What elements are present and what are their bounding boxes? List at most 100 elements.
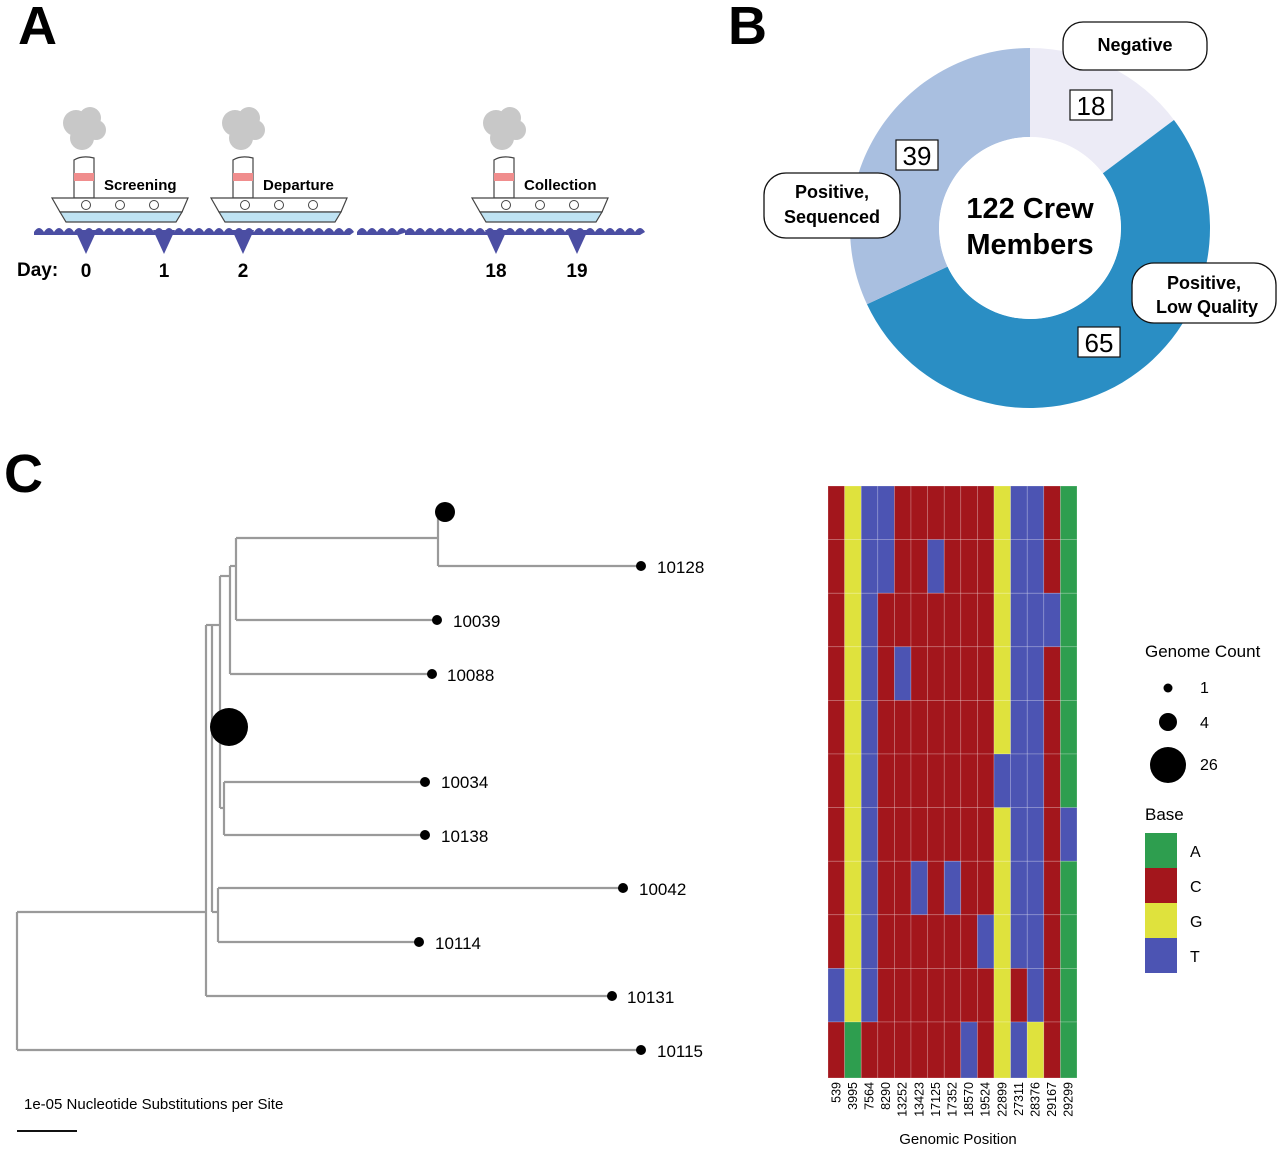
low-quality-callout: Positive, Low Quality	[1131, 262, 1277, 324]
heatmap-cell	[827, 646, 845, 701]
base-legend-label: T	[1190, 949, 1200, 966]
porthole	[535, 200, 545, 210]
heatmap-cell	[844, 753, 862, 808]
day-1-label: 1	[159, 261, 170, 282]
heatmap-cell	[943, 968, 962, 1023]
heatmap-cell	[860, 1021, 879, 1079]
heatmap-cell	[844, 485, 862, 540]
heatmap-cell	[910, 914, 928, 969]
heatmap-cell	[894, 539, 912, 594]
heatmap-cell	[1026, 592, 1045, 648]
heatmap-cell	[1010, 807, 1028, 862]
sequenced-count: 39	[903, 141, 932, 171]
heatmap-cell	[993, 592, 1011, 648]
heatmap-cell	[943, 1021, 962, 1079]
position-tick-label: 28376	[1029, 1082, 1043, 1117]
heatmap-cell	[877, 700, 895, 755]
porthole	[240, 200, 250, 210]
heatmap-cell	[910, 753, 928, 808]
heatmap-cell	[1043, 914, 1061, 969]
ship-label: Collection	[524, 177, 597, 194]
heatmap-cell	[1043, 539, 1061, 594]
heatmap-cell	[1060, 485, 1078, 540]
heatmap-cell	[827, 1021, 845, 1079]
negative-callout: Negative	[1062, 21, 1208, 71]
sequenced-callout-line2: Sequenced	[784, 207, 880, 227]
heatmap-cell	[1010, 753, 1028, 808]
position-tick-label: 539	[829, 1082, 843, 1103]
heatmap-cell	[1010, 1021, 1028, 1079]
heatmap-cell	[844, 1021, 862, 1079]
ship: Departure	[209, 107, 348, 223]
heatmap-cell	[993, 914, 1011, 969]
heatmap-cell	[844, 646, 862, 701]
heatmap-cell	[927, 807, 945, 862]
heatmap-cell	[910, 968, 928, 1023]
heatmap-cell	[827, 700, 845, 755]
heatmap-cell	[877, 860, 895, 916]
position-tick-label: 13252	[896, 1082, 910, 1117]
heatmap-cell	[943, 860, 962, 916]
day-19-label: 19	[566, 261, 587, 282]
position-tick-label: 3995	[846, 1082, 860, 1110]
heatmap-cell	[960, 914, 978, 969]
heatmap-cell	[960, 807, 978, 862]
position-tick-label: 19524	[979, 1082, 993, 1117]
heatmap-cell	[877, 539, 895, 594]
heatmap-cell	[1026, 807, 1045, 862]
heatmap-cell	[1043, 485, 1061, 540]
sequenced-count-box: 39	[895, 139, 939, 171]
heatmap-cell	[993, 807, 1011, 862]
heatmap-cell	[927, 592, 945, 648]
low-quality-callout-line1: Positive,	[1167, 273, 1241, 293]
day-marker	[566, 230, 588, 254]
internal-node-count-4	[435, 502, 455, 522]
heatmap-cell	[894, 485, 912, 540]
heatmap-cell	[993, 968, 1011, 1023]
smoke-puff	[506, 120, 526, 140]
heatmap-cell	[877, 485, 895, 540]
heatmap-cell	[877, 646, 895, 701]
heatmap-cell	[977, 860, 995, 916]
heatmap-cell	[960, 539, 978, 594]
heatmap-cell	[860, 860, 879, 916]
heatmap-cell	[1060, 753, 1078, 808]
heatmap-cell	[894, 753, 912, 808]
heatmap-cell	[927, 539, 945, 594]
position-tick-label: 7564	[863, 1082, 877, 1110]
heatmap-cell	[844, 914, 862, 969]
heatmap-cell	[960, 700, 978, 755]
tip-node	[618, 883, 628, 893]
tip-label: 10039	[453, 612, 500, 631]
tip-label: 10114	[435, 934, 481, 953]
negative-callout-text: Negative	[1097, 35, 1172, 55]
count-legend-dot-26	[1150, 747, 1186, 783]
heatmap-cell	[960, 860, 978, 916]
heatmap-cell	[993, 646, 1011, 701]
phylogenetic-tree: 10128 10039 10088 10034 10138 10042 1011…	[15, 502, 704, 1132]
tree-tip-labels: 10128 10039 10088 10034 10138 10042 1011…	[435, 558, 704, 1061]
low-quality-callout-line2: Low Quality	[1156, 297, 1258, 317]
heatmap-cell	[977, 914, 995, 969]
negative-count: 18	[1077, 91, 1106, 121]
heatmap-cell	[1043, 1021, 1061, 1079]
heatmap-cell	[844, 592, 862, 648]
heatmap-cell	[993, 753, 1011, 808]
heatmap-cell	[827, 753, 845, 808]
heatmap-cell	[977, 646, 995, 701]
base-legend-swatch	[1145, 833, 1177, 868]
porthole	[81, 200, 91, 210]
heatmap-cell	[1060, 914, 1078, 969]
heatmap-cell	[894, 914, 912, 969]
crew-status-donut: 122 Crew Members 18 39 65 Negative Posit…	[763, 21, 1277, 408]
base-legend-title: Base	[1145, 805, 1184, 824]
heatmap-cell	[1043, 807, 1061, 862]
position-tick-label: 29167	[1045, 1082, 1059, 1117]
heatmap-cell	[827, 539, 845, 594]
tip-label: 10088	[447, 666, 494, 685]
heatmap-cell	[910, 700, 928, 755]
genome-count-legend-title: Genome Count	[1145, 642, 1261, 661]
heatmap-cell	[844, 539, 862, 594]
wave-segment	[34, 228, 354, 235]
heatmap-cell	[960, 646, 978, 701]
